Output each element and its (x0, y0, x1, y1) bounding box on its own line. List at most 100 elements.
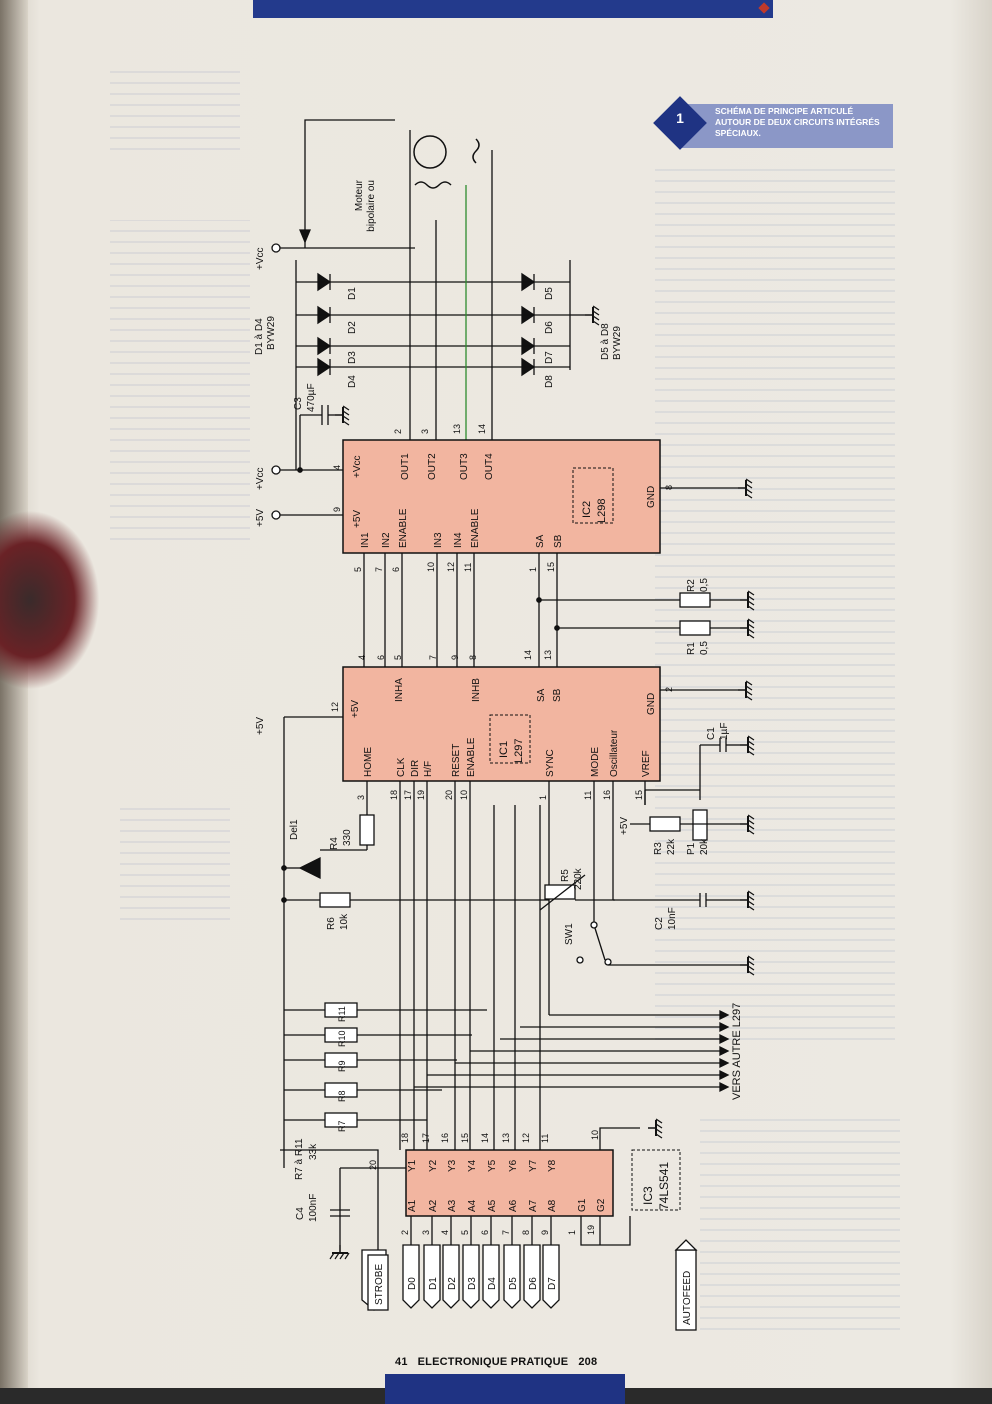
arrow-head (719, 1009, 730, 1021)
ghost-text-block (700, 1110, 900, 1330)
ic1-pin-label: CLK (396, 757, 407, 777)
autofeed-arrow (674, 1239, 698, 1251)
ic2-pin-number: 7 (374, 567, 384, 572)
r3-label: R3 (653, 842, 664, 855)
ic3-output-label: Y2 (428, 1159, 439, 1172)
ic2-ref-label: IC2 (581, 501, 593, 518)
arrow-head (719, 1045, 730, 1057)
ic3-part-label: 74LS541 (657, 1162, 671, 1210)
data-input-label: D2 (447, 1277, 458, 1290)
bottom-color-band (385, 1374, 625, 1404)
c4-label: C4 (295, 1207, 306, 1220)
ic3-gnd-wire (599, 1127, 640, 1150)
ic2-pin-label: ENABLE (398, 508, 409, 548)
junction-dot (281, 897, 287, 903)
terminal-vcc (271, 465, 281, 475)
p1-label: P1 (686, 842, 697, 855)
ic1-pin-number: 16 (602, 790, 612, 800)
data-input-label: D5 (508, 1277, 519, 1290)
ic3-input-label: A3 (447, 1199, 458, 1212)
rail-vcc-motor: +Vcc (255, 247, 266, 270)
r5-variable-arrow (539, 874, 586, 911)
ic3-pin-number: 13 (501, 1133, 511, 1143)
wires (271, 119, 755, 1331)
ground-symbol (737, 680, 753, 701)
led-del1 (298, 856, 321, 880)
ic2-pin-label: OUT4 (484, 453, 495, 480)
ic1-pin-number: 12 (330, 702, 340, 712)
ic3-pin-number: 9 (540, 1230, 550, 1235)
ic2-pin-number: 13 (452, 424, 462, 434)
ic3-gate-label: G1 (577, 1198, 588, 1212)
ghost-text-block (120, 800, 230, 920)
r-array-label: R7 (337, 1120, 347, 1132)
data-connector (523, 1244, 541, 1309)
data-input-label: D4 (487, 1277, 498, 1290)
ic1-pin-number: 8 (468, 655, 478, 660)
ground-symbol (647, 1118, 663, 1139)
ic2-pin-label: IN3 (433, 532, 444, 548)
caption-text: Schéma de principe articulé autour de de… (715, 106, 880, 138)
ic2-pin-label: IN2 (381, 532, 392, 548)
ic2-pin-gnd: GND (646, 486, 657, 508)
ic2-pin-vcc: +Vcc (352, 455, 363, 478)
ghost-text-block (110, 70, 240, 150)
r2-value: 0,5 (699, 578, 710, 592)
arrow-head (719, 1021, 730, 1033)
ic3-output-label: Y1 (407, 1159, 418, 1172)
p1-pot (692, 809, 708, 841)
p1-value: 20k (699, 838, 710, 855)
ic1-pin-label: SA (536, 688, 547, 702)
ic3-pin-number: 5 (460, 1230, 470, 1235)
ic2-pin-number: 8 (664, 485, 674, 490)
ic2-pin-label: SB (553, 534, 564, 548)
r3-resistor (649, 816, 681, 832)
ic1-body (342, 666, 661, 782)
data-input-label: D3 (467, 1277, 478, 1290)
ground-symbol (737, 478, 753, 499)
ic3-input-label: A4 (467, 1199, 478, 1212)
strobe-box (367, 1254, 389, 1311)
ic1-pin-number: 9 (450, 655, 460, 660)
ic1-pin-number: 20 (444, 790, 454, 800)
ic2-body (342, 439, 661, 554)
bottom-dark-bar (625, 1388, 992, 1404)
r1-label: R1 (686, 642, 697, 655)
ic2-ref-box (572, 467, 614, 524)
ic1-part-label: L297 (513, 739, 525, 763)
caption-number: 1 (676, 110, 684, 126)
motor-label: Moteur (354, 179, 365, 211)
rail-plus5v-ic1: +5V (255, 717, 266, 735)
r-array-label: R9 (337, 1060, 347, 1072)
data-input-label: D1 (428, 1277, 439, 1290)
data-input-label: D6 (528, 1277, 539, 1290)
sw1-blade (593, 924, 606, 961)
ic3-input-label: A7 (528, 1199, 539, 1212)
ic3-input-label: A6 (508, 1199, 519, 1212)
ic1-pin-number: 1 (538, 795, 548, 800)
figure-caption: 1 Schéma de principe articulé autour de … (653, 96, 895, 150)
data-input-label: D0 (407, 1277, 418, 1290)
ic3-pin-number: 11 (540, 1134, 550, 1143)
ic1-pin-number: 5 (393, 655, 403, 660)
page-spine-shadow (0, 0, 28, 1404)
ground-symbol (739, 814, 755, 835)
ic1-pin-number: 4 (357, 655, 367, 660)
ground-symbol (739, 890, 755, 911)
ic3-pin-number: 4 (440, 1230, 450, 1235)
r4-value: 330 (342, 829, 353, 846)
ic2-pin-label: ENABLE (470, 508, 481, 548)
ic2-pin-number: 2 (393, 429, 403, 434)
data-connector (542, 1244, 560, 1309)
data-input-label: D7 (547, 1277, 558, 1290)
ic2-part-label: L298 (596, 499, 608, 523)
ic3-input-label: A1 (407, 1199, 418, 1212)
ic1-ref-label: IC1 (498, 741, 510, 758)
data-connector (482, 1244, 500, 1309)
ic3-pin-number: 20 (368, 1160, 378, 1170)
c4-value: 100nF (308, 1194, 319, 1222)
ic1-ref-box (489, 714, 531, 764)
diodes-bottom-group-label: D5 à D8 (600, 323, 611, 360)
ic3-pin-number: 8 (521, 1230, 531, 1235)
